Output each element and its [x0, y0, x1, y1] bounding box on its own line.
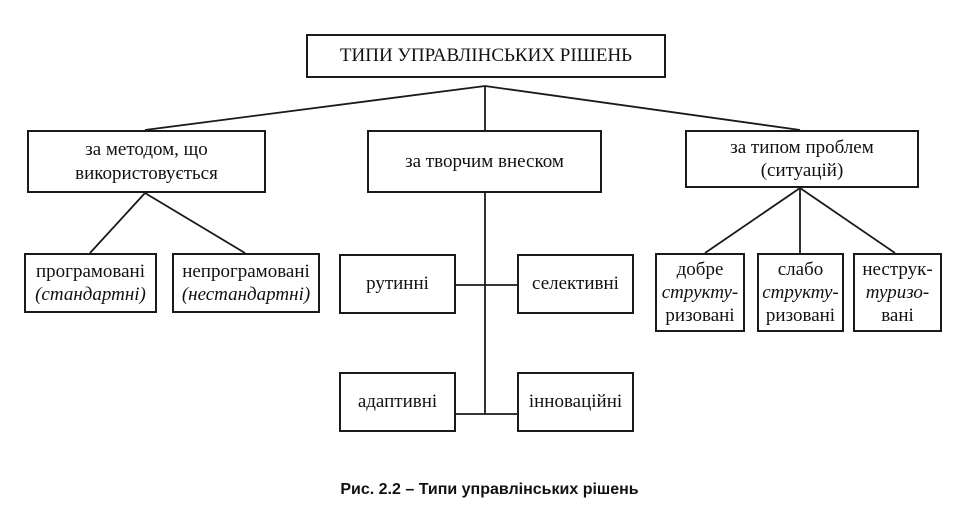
category-method-line2: використовується — [75, 162, 218, 184]
item-well-line2: структу- — [661, 281, 739, 303]
connector-problem-well — [704, 187, 801, 254]
category-method-line1: за методом, що — [85, 139, 208, 161]
category-method-box: за методом, що використовується — [27, 130, 266, 193]
item-adaptive-box: адаптивні — [339, 372, 456, 432]
item-weak-line2: структу- — [762, 281, 839, 303]
category-creative-box: за творчим внеском — [367, 130, 602, 193]
item-selective-box: селективні — [517, 254, 634, 314]
connector-problem-un — [799, 187, 896, 254]
root-box: ТИПИ УПРАВЛІНСЬКИХ РІШЕНЬ — [306, 34, 666, 78]
connector-root-method — [144, 85, 486, 131]
root-title: ТИПИ УПРАВЛІНСЬКИХ РІШЕНЬ — [339, 45, 633, 67]
item-nonprogrammed-line1: непрограмовані — [182, 260, 310, 282]
item-routine-box: рутинні — [339, 254, 456, 314]
item-programmed-box: програмовані (стандартні) — [24, 253, 157, 313]
figure-caption: Рис. 2.2 – Типи управлінських рішень — [340, 481, 639, 498]
connector-method-programmed — [89, 192, 146, 254]
item-programmed-line2: (стандартні) — [35, 284, 146, 305]
category-problem-line1: за типом проблем — [730, 136, 874, 158]
item-routine-label: рутинні — [366, 273, 429, 295]
item-un-line1: неструк- — [862, 258, 933, 280]
item-weak-line1: слабо — [777, 258, 824, 280]
item-unstructured-box: неструк- туризо- вані — [853, 253, 942, 332]
category-problem-box: за типом проблем (ситуацій) — [685, 130, 919, 188]
item-un-line2: туризо- — [865, 281, 930, 303]
item-selective-label: селективні — [532, 273, 619, 295]
connector-method-nonprogrammed — [144, 192, 246, 254]
item-nonprogrammed-box: непрограмовані (нестандартні) — [172, 253, 320, 313]
category-problem-line2: (ситуацій) — [760, 160, 844, 181]
item-nonprogrammed-line2: (нестандартні) — [181, 284, 311, 305]
item-programmed-line1: програмовані — [35, 260, 146, 282]
item-adaptive-label: адаптивні — [357, 391, 438, 413]
item-innovative-box: інноваційні — [517, 372, 634, 432]
item-innovative-label: інноваційні — [528, 391, 623, 413]
item-weak-line3: ризовані — [765, 305, 836, 327]
item-un-line3: вані — [881, 305, 914, 327]
item-well-line1: добре — [676, 258, 724, 280]
item-well-line3: ризовані — [665, 305, 735, 327]
connector-root-problem — [484, 85, 801, 131]
item-weak-structured-box: слабо структу- ризовані — [757, 253, 844, 332]
item-well-structured-box: добре структу- ризовані — [655, 253, 745, 332]
category-creative-label: за творчим внеском — [405, 150, 564, 172]
